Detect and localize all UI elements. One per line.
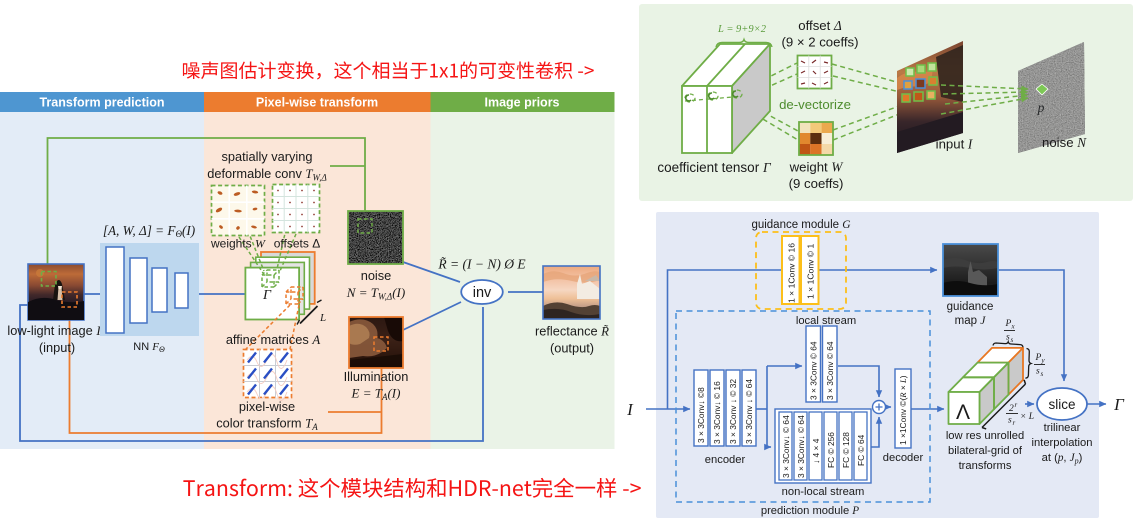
svg-text:R̃ = (I − N) Ø E: R̃ = (I − N) Ø E <box>437 257 526 272</box>
svg-text:guidance: guidance <box>947 301 994 313</box>
svg-text:noise: noise <box>361 268 392 283</box>
svg-text:I: I <box>626 400 634 419</box>
svg-text:Transform prediction: Transform prediction <box>39 96 164 110</box>
svg-text:r: r <box>1015 401 1018 409</box>
svg-text:weights W: weights W <box>210 237 266 251</box>
svg-text:weight W: weight W <box>789 160 844 175</box>
svg-text:L: L <box>319 312 326 324</box>
svg-text:offset Δ: offset Δ <box>798 18 842 33</box>
svg-text:coefficient tensor Γ: coefficient tensor Γ <box>657 160 772 175</box>
svg-text:Λ: Λ <box>956 401 970 424</box>
svg-text:× L: × L <box>1020 412 1034 422</box>
svg-text:affine matrices A: affine matrices A <box>226 332 321 347</box>
svg-text:r: r <box>1013 419 1016 427</box>
svg-text:1 ×1Conv ©(R × L): 1 ×1Conv ©(R × L) <box>898 375 908 445</box>
svg-text:(input): (input) <box>39 340 75 355</box>
svg-text:3 × 3Conv↓ ©8: 3 × 3Conv↓ ©8 <box>696 387 706 443</box>
svg-text:L = 9+9×2: L = 9+9×2 <box>717 24 767 35</box>
svg-text:(9 coeffs): (9 coeffs) <box>789 176 844 191</box>
svg-text:bilateral-grid of: bilateral-grid of <box>948 445 1023 457</box>
svg-text:encoder: encoder <box>705 454 746 466</box>
svg-text:3 × 3Conv ↓ © 64: 3 × 3Conv ↓ © 64 <box>744 379 754 444</box>
svg-text:deformable conv TW,Δ: deformable conv TW,Δ <box>207 166 327 183</box>
svg-text:N = TW,Δ(I): N = TW,Δ(I) <box>346 285 405 302</box>
svg-text:p: p <box>1037 100 1045 115</box>
svg-text:s: s <box>1011 336 1014 344</box>
svg-text:P: P <box>1005 319 1012 329</box>
svg-text:s: s <box>1006 333 1010 343</box>
svg-text:s: s <box>1036 367 1040 377</box>
svg-text:low-light image I: low-light image I <box>7 323 101 338</box>
svg-text:pixel-wise: pixel-wise <box>239 399 295 414</box>
svg-text:3 × 3Conv↓ © 16: 3 × 3Conv↓ © 16 <box>712 381 722 444</box>
svg-text:P: P <box>1035 353 1042 363</box>
svg-text:decoder: decoder <box>883 452 924 464</box>
svg-text:guidance module G: guidance module G <box>751 219 851 231</box>
svg-text:(9 × 2 coeffs): (9 × 2 coeffs) <box>781 35 858 50</box>
svg-text:non-local stream: non-local stream <box>782 486 865 498</box>
svg-text:Pixel-wise transform: Pixel-wise transform <box>256 96 378 110</box>
svg-text:FC © 64: FC © 64 <box>856 434 866 466</box>
svg-text:offsets Δ: offsets Δ <box>274 237 320 251</box>
svg-text:slice: slice <box>1048 397 1075 412</box>
svg-text:[A, W, Δ] = FΘ(I): [A, W, Δ] = FΘ(I) <box>103 223 195 239</box>
svg-text:trilinear: trilinear <box>1044 422 1081 434</box>
svg-text:Γ: Γ <box>262 288 272 303</box>
svg-text:inv: inv <box>473 285 492 301</box>
svg-text:low res unrolled: low res unrolled <box>946 430 1024 442</box>
svg-text:2: 2 <box>1009 404 1014 414</box>
svg-text:interpolation: interpolation <box>1032 437 1093 449</box>
svg-text:3 × 3Conv © 64: 3 × 3Conv © 64 <box>825 341 835 400</box>
svg-text:3 × 3Conv↓ © 64: 3 × 3Conv↓ © 64 <box>796 415 806 478</box>
svg-text:transforms: transforms <box>959 460 1012 472</box>
svg-text:3 × 3Conv↓ © 64: 3 × 3Conv↓ © 64 <box>781 415 791 478</box>
svg-text:Image priors: Image priors <box>484 96 559 110</box>
svg-text:FC © 128: FC © 128 <box>841 432 851 468</box>
svg-text:NN FΘ: NN FΘ <box>133 341 165 354</box>
svg-text:3 × 3Conv ↓ © 32: 3 × 3Conv ↓ © 32 <box>728 379 738 444</box>
svg-text:Illumination: Illumination <box>344 369 409 384</box>
svg-text:map J: map J <box>955 315 987 327</box>
svg-text:at (p, Jp): at (p, Jp) <box>1042 452 1083 466</box>
svg-text:color transform TA: color transform TA <box>216 416 318 433</box>
svg-text:y: y <box>1041 357 1046 365</box>
svg-text:3 × 3Conv © 64: 3 × 3Conv © 64 <box>809 341 819 400</box>
svg-text:(output): (output) <box>550 341 594 356</box>
svg-text:1 × 1Conv © 16: 1 × 1Conv © 16 <box>787 243 797 303</box>
svg-text:1 × 1Conv © 1: 1 × 1Conv © 1 <box>806 243 816 299</box>
svg-text:Γ: Γ <box>1113 395 1125 414</box>
svg-text:↓ 4 × 4: ↓ 4 × 4 <box>811 438 821 464</box>
svg-text:x: x <box>1011 323 1016 331</box>
svg-text:de-vectorize: de-vectorize <box>779 97 851 112</box>
svg-text:noise N: noise N <box>1042 135 1087 150</box>
svg-text:reflectance R̃: reflectance R̃ <box>535 324 609 339</box>
svg-text:s: s <box>1041 370 1044 378</box>
svg-text:local stream: local stream <box>796 315 856 327</box>
svg-text:s: s <box>1008 416 1012 426</box>
svg-text:prediction module P: prediction module P <box>761 505 859 517</box>
svg-text:FC © 256: FC © 256 <box>826 432 836 468</box>
svg-text:E = TA(I): E = TA(I) <box>351 386 401 403</box>
svg-text:input I: input I <box>936 137 973 152</box>
svg-text:spatially varying: spatially varying <box>221 149 312 164</box>
